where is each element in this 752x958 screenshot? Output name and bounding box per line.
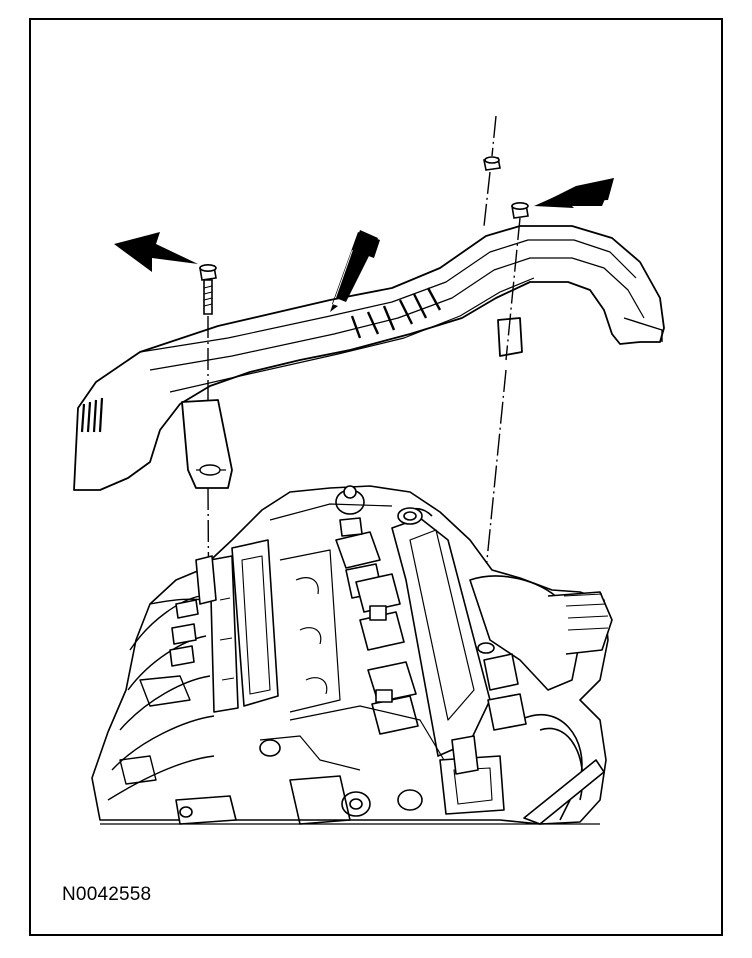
ignition-coils (335, 485, 419, 735)
valve-cover (391, 507, 491, 757)
cover-left-boss (181, 399, 233, 489)
figure-border (29, 18, 723, 936)
figure-id-label: N0042558 (62, 884, 152, 905)
cover-ribs (350, 287, 442, 339)
right-bolt-arrow (534, 178, 614, 208)
cover-vents (80, 397, 104, 433)
fuel-rail (209, 539, 279, 713)
left-bolt (199, 263, 217, 315)
cylinder-head (259, 503, 445, 771)
front-engine (175, 739, 505, 825)
engine-assembly (91, 485, 613, 825)
left-connectors (169, 555, 217, 667)
engine-cover (73, 225, 665, 491)
right-stud-nut (483, 156, 501, 171)
left-bolt-arrow (114, 232, 198, 272)
cover-arrow (330, 230, 380, 312)
right-bolt (511, 202, 529, 219)
air-intake-tube (469, 575, 613, 825)
right-connectors (451, 642, 527, 775)
